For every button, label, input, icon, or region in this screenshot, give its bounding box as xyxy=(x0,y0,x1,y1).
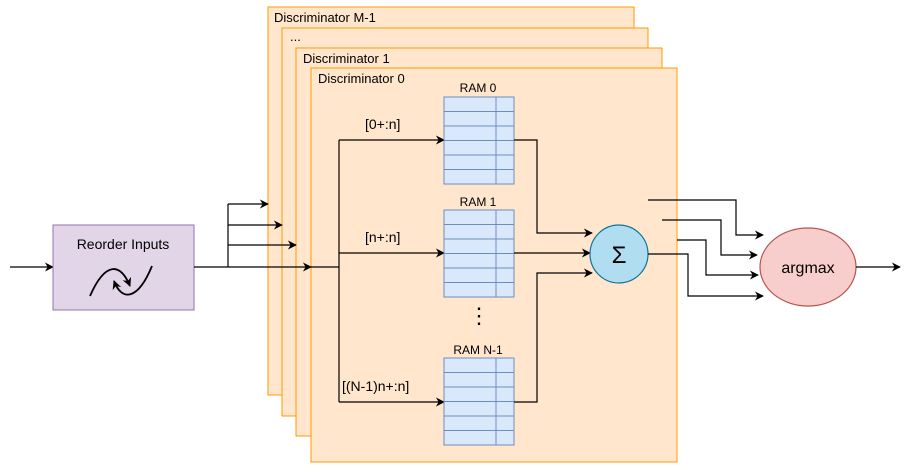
sum-node: Σ xyxy=(589,224,649,284)
ram-input-lines xyxy=(311,135,445,407)
ram-0-table xyxy=(443,96,515,185)
ram-0-label: RAM 0 xyxy=(460,81,497,95)
sum-symbol: Σ xyxy=(612,242,627,269)
discriminator-ellipsis-label: ... xyxy=(290,29,301,44)
reorder-inputs-label: Reorder Inputs xyxy=(77,236,170,252)
slice-label-0: [0+:n] xyxy=(365,116,400,132)
ram-n-table xyxy=(443,357,515,446)
discriminator-1-label: Discriminator 1 xyxy=(303,51,390,66)
argmax-node: argmax xyxy=(759,227,857,307)
slice-label-n: [(N-1)n+:n] xyxy=(342,378,409,394)
vertical-ellipsis: ⋮ xyxy=(468,303,490,328)
fanout-lines xyxy=(194,199,312,272)
reorder-arrows-icon xyxy=(89,265,153,297)
ram-output-lines xyxy=(514,139,593,403)
ram-n-label: RAM N-1 xyxy=(453,343,503,357)
ram-1-table xyxy=(443,209,515,298)
argmax-label: argmax xyxy=(781,260,834,277)
reorder-inputs-block: Reorder Inputs xyxy=(52,224,195,311)
discriminator-0-label: Discriminator 0 xyxy=(318,71,405,86)
ram-1-label: RAM 1 xyxy=(460,195,497,209)
slice-label-1: [n+:n] xyxy=(365,229,400,245)
discriminator-m-minus-1-label: Discriminator M-1 xyxy=(274,10,376,25)
argmax-input-lines xyxy=(648,199,764,301)
